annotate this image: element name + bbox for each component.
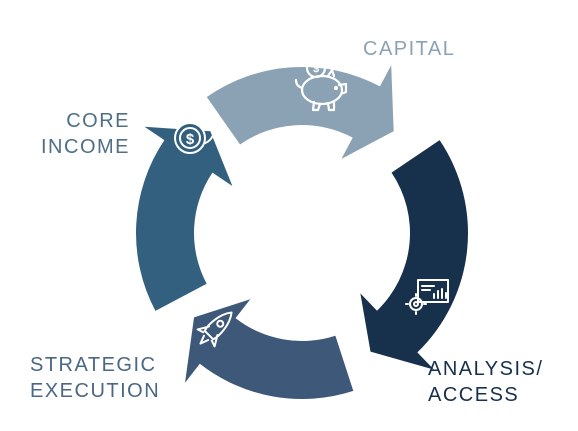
capital-arrow bbox=[206, 65, 394, 159]
core-arrow bbox=[136, 126, 233, 311]
coins-icon: $ bbox=[174, 115, 215, 154]
strategic-arrow bbox=[185, 299, 354, 400]
svg-text:$: $ bbox=[313, 63, 319, 75]
strategic-execution-label: STRATEGIC EXECUTION bbox=[30, 354, 161, 402]
rocket-icon bbox=[196, 311, 233, 348]
piggy-bank-icon: $ bbox=[294, 57, 348, 112]
analysis-access-label: ANALYSIS/ ACCESS bbox=[428, 358, 544, 406]
core-income-label: CORE INCOME bbox=[41, 110, 130, 158]
svg-text:$: $ bbox=[186, 131, 195, 148]
analysis-arrow bbox=[360, 140, 468, 370]
analytics-screen-icon bbox=[405, 279, 449, 315]
capital-label: CAPITAL bbox=[363, 38, 456, 60]
